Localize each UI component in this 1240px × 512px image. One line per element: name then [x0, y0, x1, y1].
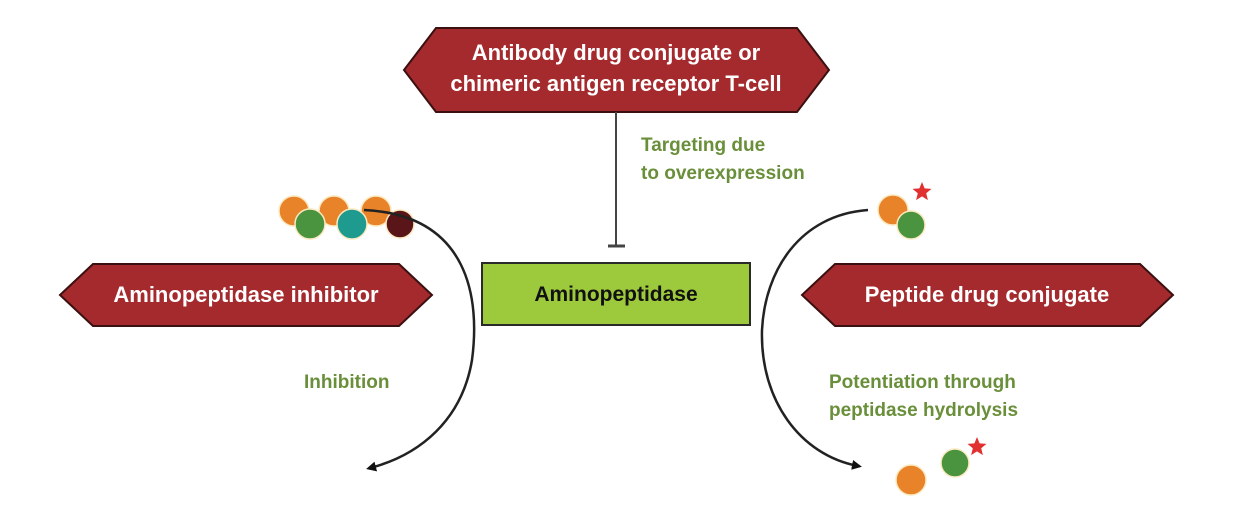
bead-green: [940, 448, 970, 478]
potentiation-label-line2: peptidase hydrolysis: [829, 400, 1018, 421]
drug-star-icon: [912, 182, 932, 201]
right-node-pdc: Peptide drug conjugate: [800, 263, 1175, 327]
right-conjugate-hydrolysed: [895, 437, 987, 496]
bead-teal: [336, 208, 368, 240]
inhibition-arrow: [363, 208, 476, 472]
bead-green: [294, 208, 326, 240]
targeting-label-line2: to overexpression: [641, 163, 805, 184]
top-node-line2: chimeric antigen receptor T-cell: [450, 71, 781, 96]
drug-star-icon: [967, 437, 987, 456]
top-node-adc-cart: Antibody drug conjugate or chimeric anti…: [402, 27, 831, 113]
left-peptide-beads: [278, 195, 415, 240]
targeting-label-line1: Targeting due: [641, 135, 765, 156]
potentiation-label-line1: Potentiation through: [829, 372, 1016, 393]
bead-orange: [895, 464, 927, 496]
center-node-label: Aminopeptidase: [534, 283, 697, 306]
right-node-label: Peptide drug conjugate: [865, 282, 1109, 307]
potentiation-arrow: [760, 208, 869, 470]
bead-green: [896, 210, 926, 240]
right-conjugate-intact: [877, 182, 932, 240]
top-node-line1: Antibody drug conjugate or: [472, 40, 761, 65]
center-node-aminopeptidase: Aminopeptidase: [481, 262, 751, 326]
left-node-label: Aminopeptidase inhibitor: [113, 282, 379, 307]
inhibition-label: Inhibition: [304, 372, 389, 393]
left-node-inhibitor: Aminopeptidase inhibitor: [58, 263, 434, 327]
targeting-connector: [608, 112, 625, 248]
